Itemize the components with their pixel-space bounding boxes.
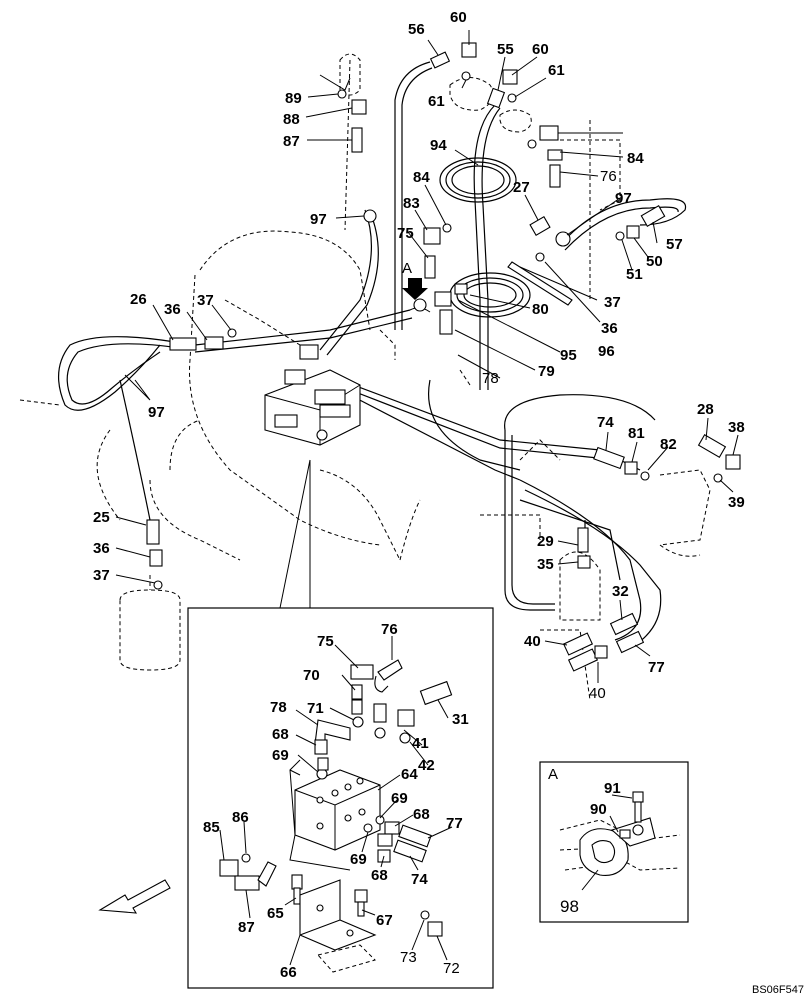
part-label: 95 [560,347,577,364]
inset-part-label: 65 [267,905,284,922]
part-label: 32 [612,583,629,600]
inset-part-label: 75 [317,633,334,650]
part-label: 97 [310,211,327,228]
inset-part-label: 69 [391,790,408,807]
detail-a-part-label: 91 [604,780,621,797]
part-label: 35 [537,556,554,573]
part-label: 29 [537,533,554,550]
part-label: 94 [430,137,447,154]
manifold-block-main [264,344,361,446]
part-label: 37 [93,567,110,584]
label-leaders [115,30,739,966]
detail-a-part-label: 90 [590,801,607,818]
part-label: 61 [428,93,445,110]
manifold-detail-inset [187,607,494,989]
part-label: 36 [93,540,110,557]
part-label: 77 [648,659,665,676]
part-label: 84 [627,150,644,167]
part-label: 96 [598,343,615,360]
part-label: 27 [513,179,530,196]
inset-part-label: 68 [272,726,289,743]
part-label: 56 [408,21,425,38]
machine-outline-dashed [19,53,711,701]
inset-part-label: 67 [376,912,393,929]
part-label: 61 [548,62,565,79]
part-label: 82 [660,436,677,453]
part-label: 83 [403,195,420,212]
part-label: 50 [646,253,663,270]
part-label: 40 [524,633,541,650]
part-label: 97 [615,190,632,207]
inset-part-label: 86 [232,809,249,826]
part-label: 78 [482,370,499,387]
inset-part-label: 76 [381,621,398,638]
inset-part-label: 42 [418,757,435,774]
part-label: 37 [604,294,621,311]
inset-part-label: 87 [238,919,255,936]
part-label: 89 [285,90,302,107]
part-label: 80 [532,301,549,318]
inset-part-label: 74 [411,871,428,888]
part-label: 75 [397,225,414,242]
part-label: 84 [413,169,430,186]
inset-leader-2 [279,459,311,609]
view-marker: A [402,260,412,277]
inset-part-label: 78 [270,699,287,716]
part-label: 60 [532,41,549,58]
inset-part-label: 77 [446,815,463,832]
part-label: 28 [697,401,714,418]
inset-part-label: 41 [412,735,429,752]
part-label: 74 [597,414,614,431]
part-label: 36 [601,320,618,337]
detail-a-title: A [548,766,558,783]
part-label: 26 [130,291,147,308]
part-label: 55 [497,41,514,58]
inset-part-label: 70 [303,667,320,684]
detail-a-box [539,761,689,923]
inset-part-label: 68 [413,806,430,823]
part-number-labels: 56 60 55 60 61 61 89 88 87 94 84 76 83 8… [93,9,804,996]
inset-part-label: 31 [452,711,469,728]
inset-part-label: 85 [203,819,220,836]
part-label: 51 [626,266,643,283]
inset-part-label: 64 [401,766,418,783]
inset-part-label: 73 [400,949,417,966]
part-label: 97 [148,404,165,421]
part-label: 38 [728,419,745,436]
inset-part-label: 69 [350,851,367,868]
detail-a-part-label: 98 [560,897,579,916]
inset-part-label: 68 [371,867,388,884]
part-label: 81 [628,425,645,442]
part-label: 60 [450,9,467,26]
part-label: 25 [93,509,110,526]
part-label: 36 [164,301,181,318]
inset-part-label: 66 [280,964,297,981]
inset-part-label: 71 [307,700,324,717]
part-label: 76 [600,168,617,185]
part-label: 39 [728,494,745,511]
inset-part-label: 72 [443,960,460,977]
part-label: 87 [283,133,300,150]
drawing-code: BS06F547 [752,984,804,996]
part-label: 37 [197,292,214,309]
part-label: 57 [666,236,683,253]
part-label: 40 [589,685,606,702]
direction-arrow [98,879,171,914]
part-label: 88 [283,111,300,128]
part-label: 79 [538,363,555,380]
inset-part-label: 69 [272,747,289,764]
